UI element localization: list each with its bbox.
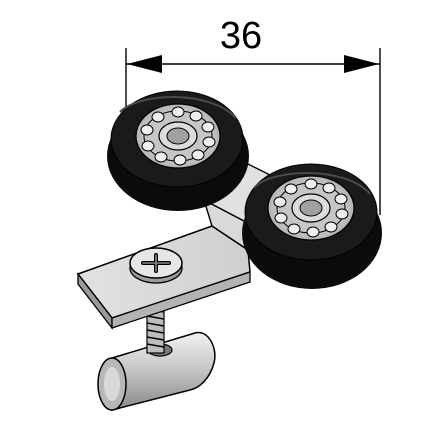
dimension-arrow-left-icon (127, 55, 162, 73)
ball-bearing-rear-icon (135, 103, 221, 169)
roller-wheel-rear-icon (107, 90, 249, 211)
dimension-annotation: 36 (125, 15, 381, 215)
dimension-value: 36 (220, 15, 262, 57)
ball-bearing-front-icon (267, 175, 355, 241)
cylinder-nut-icon (97, 331, 216, 411)
dimension-arrow-right-icon (344, 55, 379, 73)
roller-wheel-front-icon (242, 163, 382, 289)
phillips-screw-icon (129, 247, 183, 284)
